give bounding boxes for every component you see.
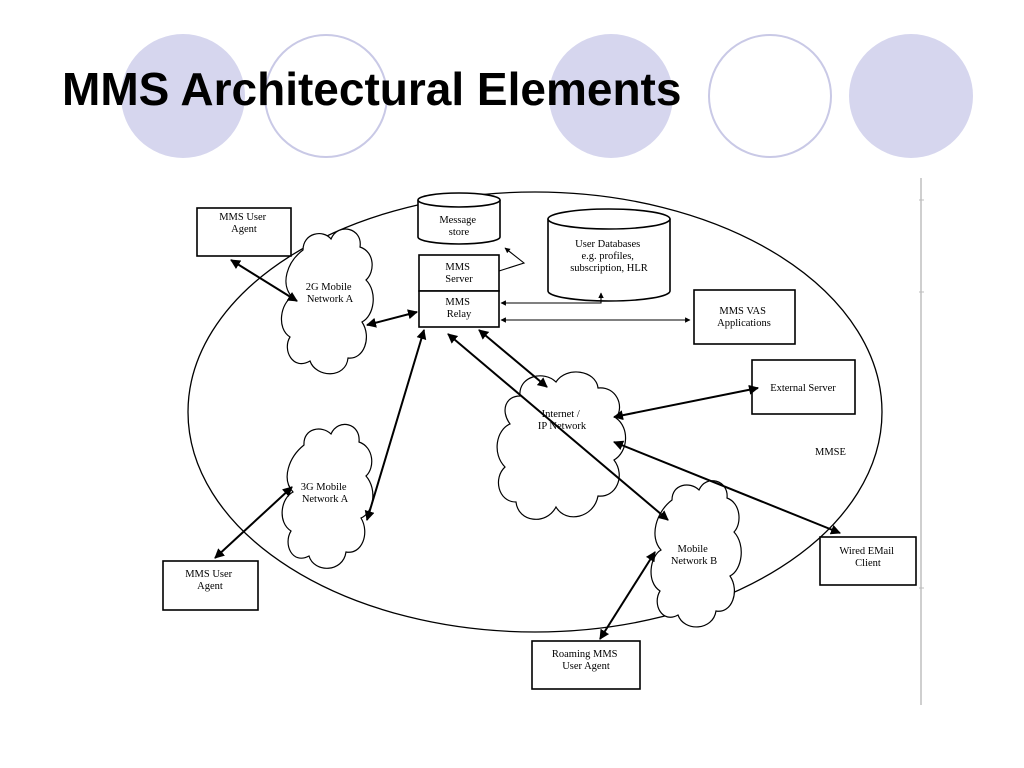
mms-vas-label: MMS VAS Applications bbox=[717, 306, 771, 329]
mms-user-agent-top-label: MMS User Agent bbox=[219, 212, 269, 235]
message-store-label: Message store bbox=[439, 215, 478, 238]
2g-to-relay-link bbox=[366, 309, 418, 328]
decorative-circle bbox=[264, 34, 388, 158]
internet-to-external-server-link bbox=[613, 384, 759, 421]
roaming-user-agent-box bbox=[531, 640, 641, 690]
mms-server-label: MMS Server bbox=[445, 262, 473, 285]
decorative-circle bbox=[549, 34, 673, 158]
external-server-label: External Server bbox=[770, 383, 836, 394]
cloud-internet bbox=[496, 371, 627, 520]
mms-relay-box bbox=[418, 290, 500, 328]
mms-server-box bbox=[418, 254, 500, 292]
mms-user-agent-bottom-label: MMS User Agent bbox=[185, 569, 235, 592]
relay-to-userdb-link bbox=[500, 292, 604, 306]
relay-to-internet-link bbox=[478, 329, 548, 388]
relay-to-3g-link bbox=[364, 329, 427, 521]
decorative-circle bbox=[849, 34, 973, 158]
ua-top-to-2g-link bbox=[230, 259, 298, 302]
3g-to-ua-bottom-link bbox=[214, 486, 293, 559]
3g-network-label: 3G Mobile Network A bbox=[301, 482, 349, 505]
wired-email-client-box bbox=[819, 536, 917, 586]
internet-label: Internet / IP Network bbox=[538, 409, 587, 432]
mms-user-agent-bottom-box bbox=[162, 560, 259, 611]
user-databases-cylinder bbox=[547, 208, 671, 302]
mobile-network-b-label: Mobile Network B bbox=[671, 544, 717, 567]
mmse-label: MMSE bbox=[815, 447, 846, 458]
decorative-circle bbox=[121, 34, 245, 158]
mms-vas-box bbox=[693, 289, 796, 345]
mms-relay-label: MMS Relay bbox=[445, 297, 472, 320]
mobile-b-to-roaming-link bbox=[599, 551, 656, 640]
external-server-box bbox=[751, 359, 856, 415]
wired-email-label: Wired EMail Client bbox=[839, 546, 896, 569]
server-to-store-link bbox=[498, 247, 526, 272]
message-store-cylinder bbox=[417, 192, 501, 245]
cloud-2g-mobile-network-a bbox=[280, 228, 374, 375]
decorative-circle bbox=[708, 34, 832, 158]
2g-network-label: 2G Mobile Network A bbox=[306, 282, 354, 305]
roaming-user-agent-label: Roaming MMS User Agent bbox=[552, 649, 620, 672]
user-databases-label: User Databases e.g. profiles, subscripti… bbox=[570, 239, 648, 274]
mms-user-agent-top-box bbox=[196, 207, 292, 257]
mmse-boundary bbox=[187, 191, 883, 633]
slide-title: MMS Architectural Elements bbox=[62, 63, 682, 115]
internet-to-wired-email-link bbox=[613, 440, 841, 535]
